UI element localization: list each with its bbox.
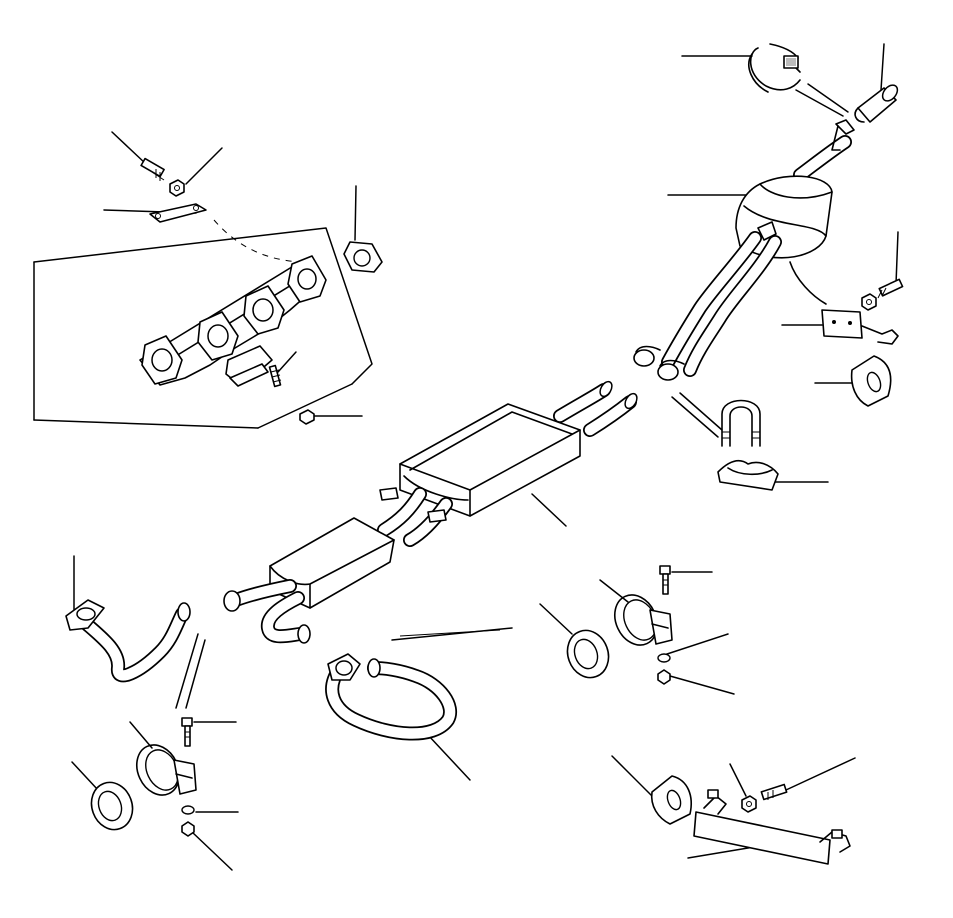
u-bolt: [721, 399, 761, 447]
rear-silencer: [633, 119, 855, 381]
bolt: [877, 278, 904, 299]
heat-shield-strap: [149, 203, 207, 223]
tail-pipe-trim: [854, 84, 899, 123]
mounting-bracket: [821, 309, 899, 345]
saddle-clamp: [717, 459, 779, 491]
nut: [169, 179, 185, 197]
intermediate-silencer-assembly: [223, 380, 638, 644]
band-clamp: [136, 744, 197, 796]
washer: [181, 805, 195, 815]
band-clamp: [748, 43, 801, 93]
front-y-pipe: [325, 653, 457, 741]
nut: [181, 821, 195, 837]
sealing-ring: [90, 781, 134, 831]
band-clamp: [614, 594, 673, 646]
sealing-ring: [566, 629, 610, 679]
bolt: [181, 717, 193, 747]
front-downpipe: [65, 599, 191, 683]
rubber-mounting: [650, 775, 692, 825]
manifold-gasket: [343, 241, 383, 273]
manifold-nut: [299, 409, 315, 425]
hanger-bracket: [693, 789, 851, 865]
bolt: [140, 157, 165, 181]
exhaust-manifold: [139, 255, 327, 387]
nut: [657, 669, 671, 685]
rubber-mounting: [850, 355, 892, 407]
nut: [861, 293, 877, 311]
assembly-dash: [213, 219, 301, 263]
bolt: [760, 783, 788, 801]
manifold-group-outline: [33, 227, 373, 429]
nut: [741, 795, 757, 813]
bolt: [659, 565, 671, 595]
manifold-stud: [268, 364, 282, 388]
washer: [657, 653, 671, 663]
